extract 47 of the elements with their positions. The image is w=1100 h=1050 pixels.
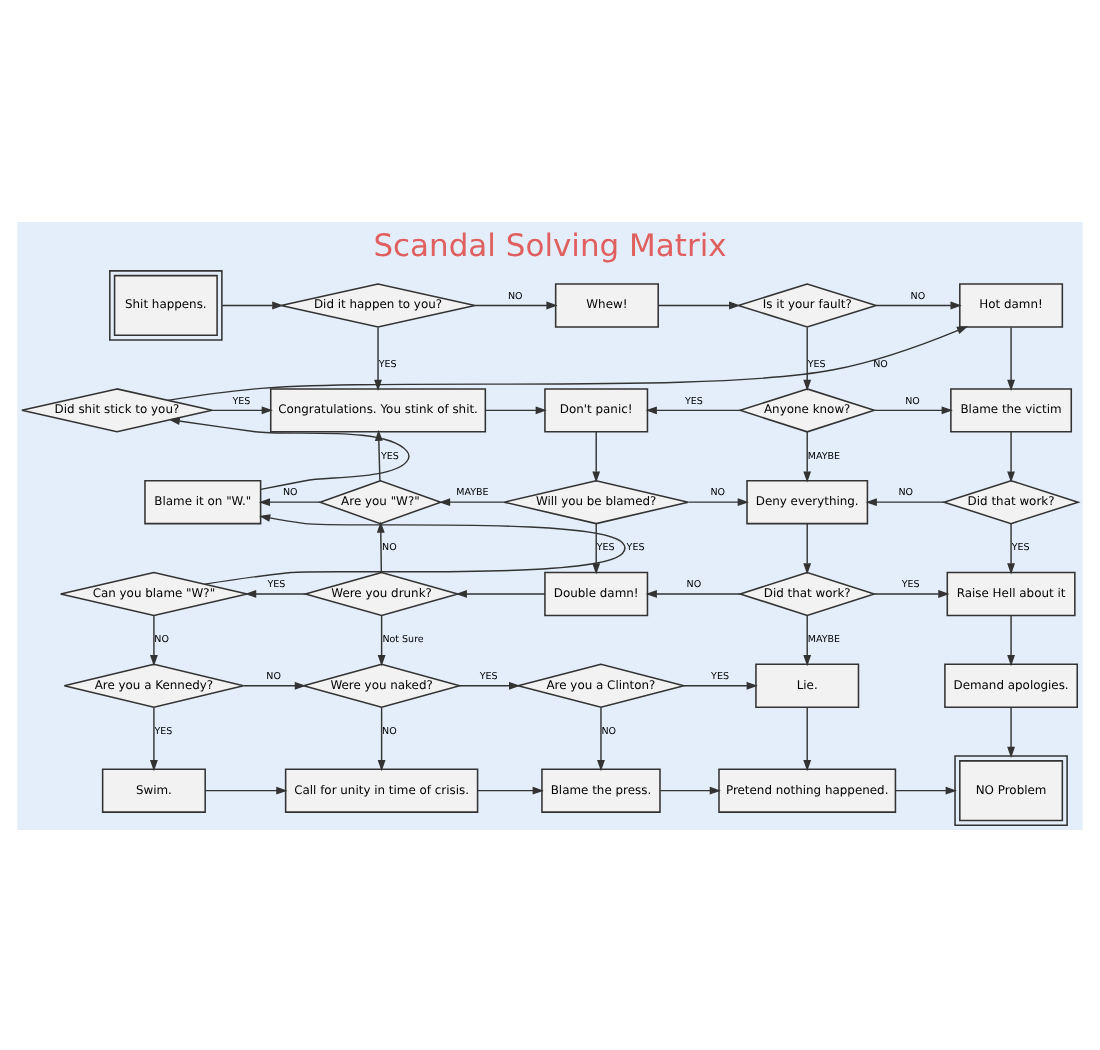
arrow (166, 325, 969, 401)
arrow (204, 513, 626, 584)
arrow (374, 325, 382, 390)
arrow (1007, 521, 1015, 574)
arrow (458, 680, 521, 689)
arrow (377, 613, 386, 666)
arrow (476, 785, 544, 794)
arrow (376, 520, 385, 573)
arrow (683, 680, 758, 689)
arrow (894, 785, 957, 794)
arrow (455, 589, 546, 597)
arrow (211, 405, 273, 414)
arrow (377, 705, 386, 771)
arrow (657, 300, 741, 309)
arrow (597, 705, 605, 771)
arrow (645, 589, 741, 597)
arrow (1007, 430, 1015, 482)
arrow (245, 589, 307, 597)
arrow (592, 521, 601, 574)
arrow (803, 705, 812, 771)
arrow (873, 405, 953, 414)
arrow (873, 589, 950, 597)
arrow (875, 300, 962, 309)
arrow (1007, 705, 1015, 757)
arrow (865, 497, 945, 506)
diagram-title: Scandal Solving Matrix (373, 227, 727, 264)
arrow (803, 521, 812, 574)
arrow (168, 416, 410, 490)
arrow (1007, 325, 1015, 390)
arrow (484, 405, 547, 414)
arrow (150, 705, 158, 771)
arrow (687, 497, 749, 506)
arrow (204, 785, 288, 794)
arrow (150, 613, 158, 666)
arrow (659, 785, 721, 794)
arrow (645, 405, 741, 414)
arrow (803, 430, 812, 482)
arrow (803, 325, 812, 390)
arrow (592, 430, 601, 482)
arrow (258, 497, 321, 506)
arrow (221, 300, 284, 309)
arrow (474, 300, 558, 309)
arrow (1007, 613, 1015, 666)
arrow (242, 680, 306, 689)
arrow (374, 428, 383, 481)
arrow (438, 497, 505, 506)
arrow (803, 613, 812, 666)
